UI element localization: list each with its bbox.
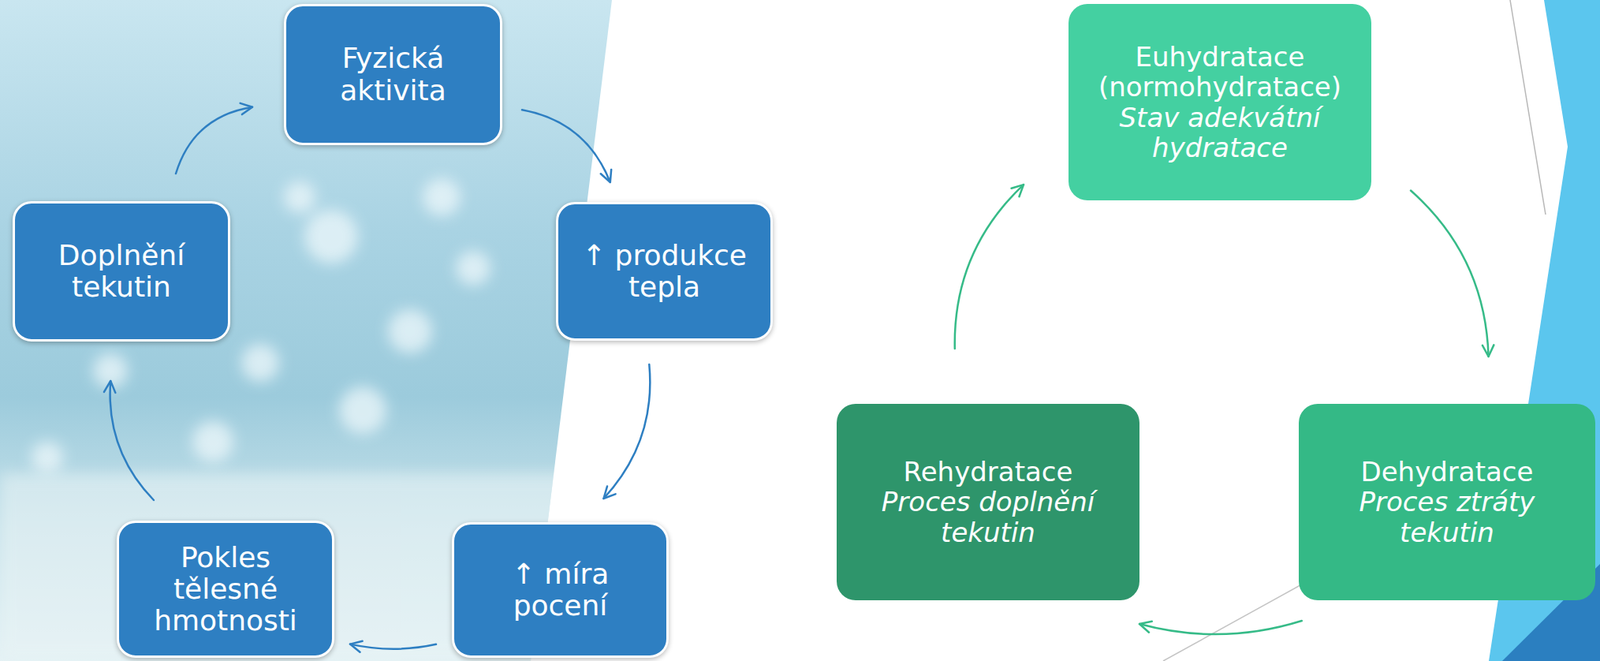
box-subtitle: Proces doplnění tekutin — [849, 486, 1127, 547]
box-label: Rehydratace — [849, 456, 1127, 487]
cycle-arrow — [175, 107, 253, 174]
cycle-arrow — [1410, 190, 1489, 358]
process-box: RehydrataceProces doplnění tekutin — [836, 403, 1140, 601]
cycle-arrow — [954, 184, 1024, 349]
box-label: Pokles tělesné hmotnosti — [131, 541, 320, 638]
box-label: ↑ míra pocení — [466, 558, 654, 623]
cycle-arrow — [350, 644, 437, 649]
box-subtitle: Stav adekvátní hydratace — [1081, 102, 1359, 163]
process-box: ↑ produkce tepla — [555, 201, 773, 341]
cycle-arrow — [110, 380, 154, 500]
process-box: ↑ míra pocení — [451, 522, 669, 658]
box-label: ↑ produkce tepla — [570, 239, 758, 304]
box-label: Doplnění tekutin — [27, 239, 216, 304]
box-content: ↑ produkce tepla — [570, 239, 758, 304]
box-subtitle: Proces ztráty tekutin — [1311, 486, 1583, 547]
box-label: Euhydratace (normohydratace) — [1081, 41, 1359, 102]
box-content: Fyzická aktivita — [298, 42, 488, 107]
cycle-arrow — [604, 364, 651, 499]
process-box: Doplnění tekutin — [12, 201, 231, 342]
box-label: Dehydratace — [1311, 456, 1583, 487]
state-box: Euhydratace (normohydratace)Stav adekvát… — [1068, 3, 1372, 201]
box-content: Euhydratace (normohydratace)Stav adekvát… — [1081, 41, 1359, 162]
cycle-arrow — [1139, 620, 1302, 635]
cycle-arrow — [522, 109, 611, 183]
process-box: Pokles tělesné hmotnosti — [116, 520, 335, 658]
box-label: Fyzická aktivita — [298, 42, 488, 107]
deco-line — [1510, 0, 1546, 215]
process-box: Fyzická aktivita — [283, 3, 503, 146]
box-content: Pokles tělesné hmotnosti — [131, 541, 320, 638]
box-content: RehydrataceProces doplnění tekutin — [849, 456, 1127, 547]
box-content: ↑ míra pocení — [466, 558, 654, 623]
box-content: DehydrataceProces ztráty tekutin — [1311, 456, 1583, 547]
process-box: DehydrataceProces ztráty tekutin — [1298, 403, 1596, 601]
box-content: Doplnění tekutin — [27, 239, 216, 304]
deco-line — [1163, 581, 1306, 661]
